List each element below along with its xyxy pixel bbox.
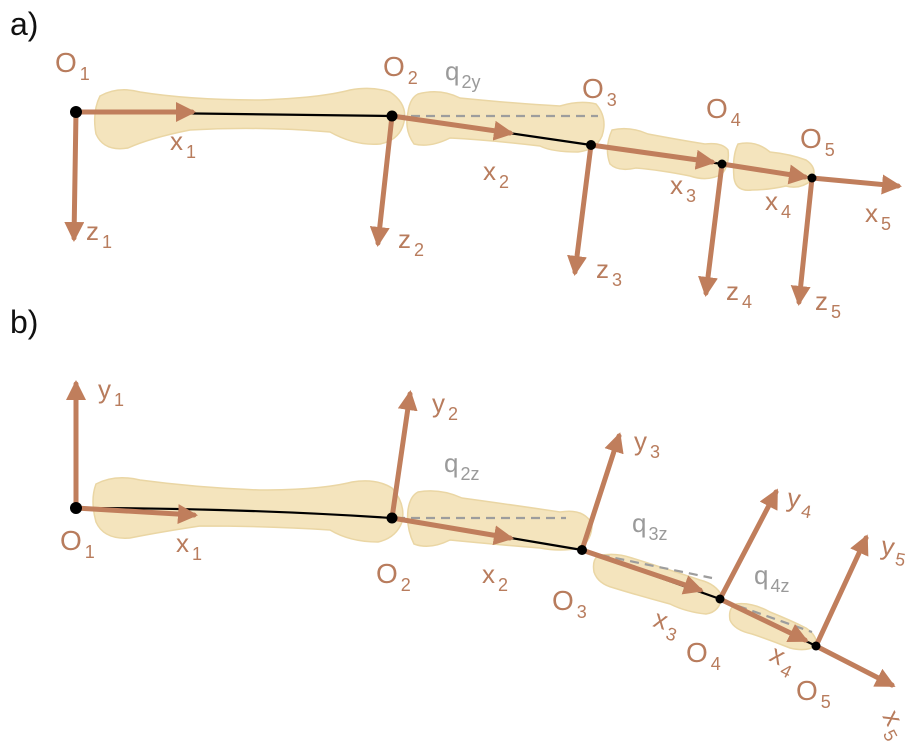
panel-a-x4-axis-arrow — [719, 161, 809, 185]
panel-a-z1-axis-arrow — [64, 109, 85, 242]
panel-b-joint-o4 — [715, 594, 725, 604]
panel-a-joint-o1 — [70, 106, 82, 118]
panel-a-x5-axis-arrow — [809, 174, 902, 195]
panel-b-y4-axis-arrow — [717, 488, 779, 602]
bone-proximal-a — [93, 87, 406, 150]
panel-a-joint-o5 — [807, 173, 817, 183]
panel-b-joint-o3 — [577, 545, 587, 555]
panel-b-x2-axis-arrow — [389, 515, 514, 546]
panel-a-z5-axis-arrow — [790, 175, 815, 306]
panel-b-joint-o5 — [811, 641, 821, 651]
panel-b-joint-o1 — [70, 502, 82, 514]
panel-a-x3-axis-arrow — [588, 142, 716, 170]
bone-middle-b — [406, 490, 593, 551]
panel-a-z3-axis-arrow — [567, 142, 594, 276]
panel-a-x2-axis-arrow — [389, 113, 514, 141]
panel-a-z2-axis-arrow — [369, 113, 395, 247]
panel-a-joint-o2 — [386, 110, 398, 122]
bone-distal-b — [592, 553, 723, 615]
panel-b-label: b) — [10, 304, 38, 340]
panel-a-z4-axis-arrow — [698, 161, 725, 297]
panel-b-y5-axis-arrow — [813, 534, 869, 649]
panel-b-x4-axis-arrow — [717, 596, 809, 643]
panel-b-x1-axis-arrow — [73, 504, 198, 525]
panel-a-joint-o4 — [717, 159, 727, 169]
panel-b-y-label-4: y4 — [784, 482, 816, 522]
panel-b-joint-o2 — [386, 512, 398, 524]
panel-b-y3-axis-arrow — [579, 432, 624, 553]
panel-a-label: a) — [10, 6, 38, 42]
panel-b-x3-axis-arrow — [579, 547, 704, 595]
panel-b-x-label-3: x3 — [648, 603, 684, 645]
panel-b-x5-axis-arrow — [813, 643, 896, 688]
panel-a-joint-o3 — [586, 140, 596, 150]
panel-b-y2-axis-arrow — [389, 390, 418, 521]
panel-b-x-label-5: x5 — [871, 705, 910, 745]
panel-b-y-label-5: y5 — [878, 530, 910, 570]
